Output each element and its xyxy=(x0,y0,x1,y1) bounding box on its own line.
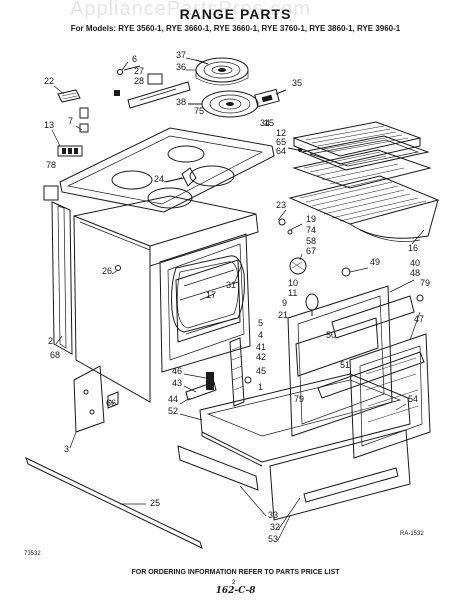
side-bracket xyxy=(73,365,119,433)
page-title: RANGE PARTS xyxy=(179,6,292,22)
switch-clip xyxy=(57,89,89,133)
callout-67: 67 xyxy=(306,246,316,256)
oven-door xyxy=(287,285,431,459)
callout-46: 46 xyxy=(172,366,182,376)
callout-48: 48 xyxy=(410,268,420,278)
callout-65: 65 xyxy=(276,137,286,147)
callout-35: 35 xyxy=(292,78,302,88)
callout-74: 74 xyxy=(306,225,316,235)
infinite-switch xyxy=(43,145,83,201)
callout-44: 44 xyxy=(168,394,178,404)
callout-47: 47 xyxy=(414,314,424,324)
callout-11: 11 xyxy=(288,288,297,298)
oven-rack xyxy=(288,175,440,242)
callout-38: 38 xyxy=(176,97,186,107)
callout-9: 9 xyxy=(282,298,287,308)
callout-26: 26 xyxy=(102,266,112,276)
door-hinge xyxy=(185,337,252,407)
callout-51: 51 xyxy=(340,360,350,370)
callout-52: 52 xyxy=(168,406,178,416)
callout-31: 31 xyxy=(226,280,236,290)
oven-light xyxy=(289,257,351,316)
callout-15: 15 xyxy=(264,118,274,128)
model-list: For Models: RYE 3560-1, RYE 3660-1, RYE … xyxy=(70,24,401,33)
callout-41: 41 xyxy=(256,342,266,352)
callout-21: 21 xyxy=(278,310,288,320)
callout-12: 12 xyxy=(276,128,286,138)
oven-gasket xyxy=(171,255,245,333)
kick-plate xyxy=(25,457,203,549)
callout-43: 43 xyxy=(172,378,182,388)
callout-58: 58 xyxy=(306,236,316,246)
broiler-pan xyxy=(292,121,432,189)
callout-42: 42 xyxy=(256,352,266,362)
callout-33: 33 xyxy=(268,510,278,520)
callout-66: 66 xyxy=(106,398,116,408)
side-panel-left xyxy=(51,201,73,355)
page-number: 2 xyxy=(232,580,236,586)
watermark: AppliancePartsPros.com xyxy=(70,0,311,20)
callout-23: 23 xyxy=(276,200,286,210)
callout-17: 17 xyxy=(206,290,216,300)
callout-10: 10 xyxy=(288,278,298,288)
callout-49: 49 xyxy=(370,257,380,267)
callout-37: 37 xyxy=(176,50,186,60)
callout-6: 6 xyxy=(132,54,137,64)
callout-75: 75 xyxy=(194,106,204,116)
corner-code-left: 73532 xyxy=(24,551,41,557)
callout-27: 27 xyxy=(134,66,144,76)
callout-24: 24 xyxy=(154,174,164,184)
cooktop-panel xyxy=(59,127,275,213)
rack-screws xyxy=(278,147,302,235)
handwritten-note: 162-C-8 xyxy=(215,586,256,596)
surface-burner-bottom xyxy=(188,90,259,118)
callout-7: 7 xyxy=(68,116,73,126)
callout-4: 4 xyxy=(258,330,263,340)
callout-68: 68 xyxy=(50,350,60,360)
callout-54: 54 xyxy=(408,394,418,404)
callout-34: 34 xyxy=(260,118,270,128)
callout-5: 5 xyxy=(258,318,263,328)
callout-28: 28 xyxy=(134,76,144,86)
terminal-block xyxy=(254,88,287,108)
callout-32: 32 xyxy=(270,522,280,532)
callout-19: 19 xyxy=(306,214,316,224)
callout-25: 25 xyxy=(150,498,160,508)
callout-53: 53 xyxy=(268,534,278,544)
callout-leaders xyxy=(51,57,425,541)
range-body xyxy=(73,195,259,403)
callout-40: 40 xyxy=(410,258,420,268)
control-bracket xyxy=(114,65,191,109)
callout-1: 1 xyxy=(258,382,263,392)
callout-78: 78 xyxy=(46,160,56,170)
callout-45: 45 xyxy=(256,366,266,376)
callout-2: 2 xyxy=(48,336,53,346)
callout-64: 64 xyxy=(276,146,286,156)
callout-79: 79 xyxy=(420,278,430,288)
callout-79: 79 xyxy=(294,394,304,404)
callout-16: 16 xyxy=(408,243,418,253)
callout-36: 36 xyxy=(176,62,186,72)
callout-22: 22 xyxy=(44,76,54,86)
callout-3: 3 xyxy=(64,444,69,454)
callout-50: 50 xyxy=(326,330,336,340)
callout-13: 13 xyxy=(44,120,54,130)
corner-code-right: RA-1532 xyxy=(400,531,424,537)
storage-drawer xyxy=(177,373,411,521)
ordering-info: FOR ORDERING INFORMATION REFER TO PARTS … xyxy=(131,569,340,576)
